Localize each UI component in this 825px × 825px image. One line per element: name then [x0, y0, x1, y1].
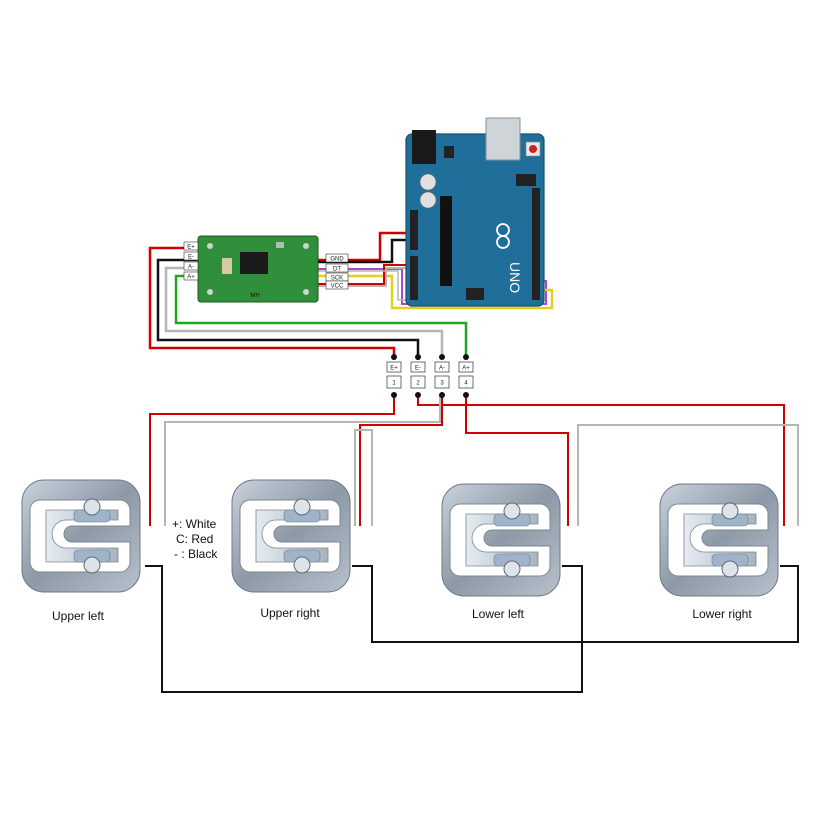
wire-white-ur: [354, 429, 373, 526]
wires: [145, 231, 799, 693]
load-cell-label-upper-right: Upper right: [260, 606, 320, 620]
connector-3-top: A-: [439, 366, 445, 372]
wire-black-ur-lr: [352, 565, 799, 643]
load-cell-lower-left: Lower left: [441, 483, 561, 621]
wire-sck: [318, 274, 554, 310]
hx711-pin-dt: DT: [333, 267, 341, 273]
connector-blocks: E+ 1 E- 2 A- 3 A+ 4: [386, 354, 474, 398]
hx711-left-pins: E+ E- A- A+: [183, 241, 199, 281]
legend-plus: +: White: [172, 517, 217, 531]
wire-gnd: [318, 231, 406, 262]
arduino-uno: UNO: [405, 117, 545, 307]
wire-e-plus: [148, 246, 396, 360]
load-cell-label-lower-left: Lower left: [472, 607, 525, 621]
hx711-pin-gnd: GND: [330, 257, 344, 263]
load-cell-label-lower-right: Lower right: [692, 607, 752, 621]
usb-port: [485, 117, 521, 161]
wire-2-red: [417, 396, 785, 526]
legend-c: C: Red: [176, 532, 213, 546]
wire-vcc-white: [318, 267, 406, 287]
wire-color-legend: +: White C: Red - : Black: [172, 517, 218, 561]
hx711-pin-sck: SCK: [331, 276, 343, 282]
wire-e-minus: [156, 258, 420, 360]
connector-3: A- 3: [434, 354, 450, 398]
hx711-right-pins: GND DT SCK VCC: [325, 253, 349, 290]
connector-4: A+ 4: [458, 354, 474, 398]
connector-2: E- 2: [410, 354, 426, 398]
wire-a-minus: [164, 266, 444, 360]
wire-black-ul-ll: [145, 565, 583, 693]
wire-gnd-black: [318, 238, 406, 264]
connector-4-top: A+: [462, 366, 470, 372]
connector-1-bottom: 1: [392, 381, 396, 387]
connector-4-bottom: 4: [464, 381, 468, 387]
legend-minus: - : Black: [174, 547, 218, 561]
hx711-silk: MH: [250, 293, 259, 299]
connector-1-top: E+: [390, 366, 398, 372]
wire-3-white: [359, 396, 443, 526]
hx711-pin-a-plus: A+: [187, 275, 195, 281]
hx711-pin-e-minus: E-: [188, 255, 194, 261]
load-cell-label-upper-left: Upper left: [52, 609, 105, 623]
load-cell-upper-right: Upper right: [231, 479, 351, 620]
load-cell-lower-right: Lower right: [659, 483, 779, 621]
wire-a-plus: [174, 274, 468, 360]
wire-white-lr: [577, 424, 799, 526]
wire-1-red: [149, 396, 395, 526]
hx711-pin-a-minus: A-: [188, 265, 194, 271]
connector-3-bottom: 3: [440, 381, 444, 387]
load-cell-upper-left: Upper left: [21, 479, 141, 623]
hx711-pin-vcc: VCC: [331, 284, 344, 290]
connector-1: E+ 1: [386, 354, 402, 398]
wire-vcc: [318, 264, 406, 285]
wire-4-red: [465, 396, 569, 526]
arduino-logo-text: UNO: [507, 262, 523, 293]
atmega-chip: [440, 196, 452, 286]
connector-2-top: E-: [415, 366, 421, 372]
hx711-pin-e-plus: E+: [187, 245, 195, 251]
connector-2-bottom: 2: [416, 381, 420, 387]
hx711-chip: [240, 252, 268, 274]
wire-3-white-b: [164, 396, 441, 526]
hx711-module: MH E+ E- A- A+ GND DT SCK VCC: [183, 235, 349, 303]
power-jack: [412, 130, 436, 164]
